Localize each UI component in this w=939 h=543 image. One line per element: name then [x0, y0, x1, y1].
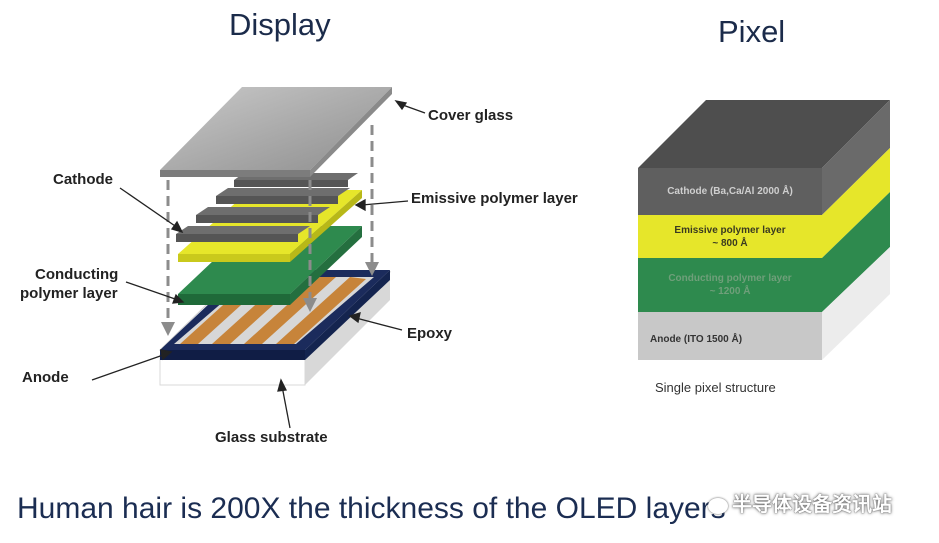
- anode-frame: [160, 270, 390, 360]
- label-glass-substrate: Glass substrate: [215, 429, 328, 446]
- pixel-label-emissive: Emissive polymer layer: [674, 225, 785, 236]
- label-epoxy: Epoxy: [407, 325, 453, 342]
- watermark: 半导体设备资讯站: [708, 488, 892, 517]
- label-emissive-polymer: Emissive polymer layer: [411, 190, 578, 207]
- leader-lines: [91, 100, 426, 429]
- assembly-guide-arrows: [166, 125, 374, 322]
- cover-glass-plate: [160, 87, 392, 177]
- pixel-label-conducting: Conducting polymer layer: [668, 273, 791, 284]
- pixel-label-conducting-thickness: ~ 1200 Å: [710, 284, 751, 297]
- label-conducting: Conducting: [35, 266, 119, 283]
- watermark-text: 半导体设备资讯站: [732, 494, 892, 516]
- pixel-label-emissive-thickness: ~ 800 Å: [712, 236, 747, 249]
- label-cover-glass: Cover glass: [428, 107, 514, 124]
- pixel-label-anode: Anode (ITO 1500 Å): [650, 332, 742, 345]
- pixel-heading: Pixel: [718, 14, 786, 49]
- display-heading: Display: [229, 7, 331, 42]
- footer-statement: Human hair is 200X the thickness of the …: [17, 492, 726, 525]
- pixel-caption: Single pixel structure: [655, 380, 776, 395]
- pixel-label-cathode: Cathode (Ba,Ca/Al 2000 Å): [667, 184, 793, 197]
- pixel-cube: [638, 100, 890, 360]
- wechat-icon: [708, 497, 728, 514]
- label-polymer-layer: polymer layer: [20, 285, 118, 302]
- label-anode: Anode: [22, 369, 69, 386]
- label-cathode: Cathode: [53, 171, 113, 188]
